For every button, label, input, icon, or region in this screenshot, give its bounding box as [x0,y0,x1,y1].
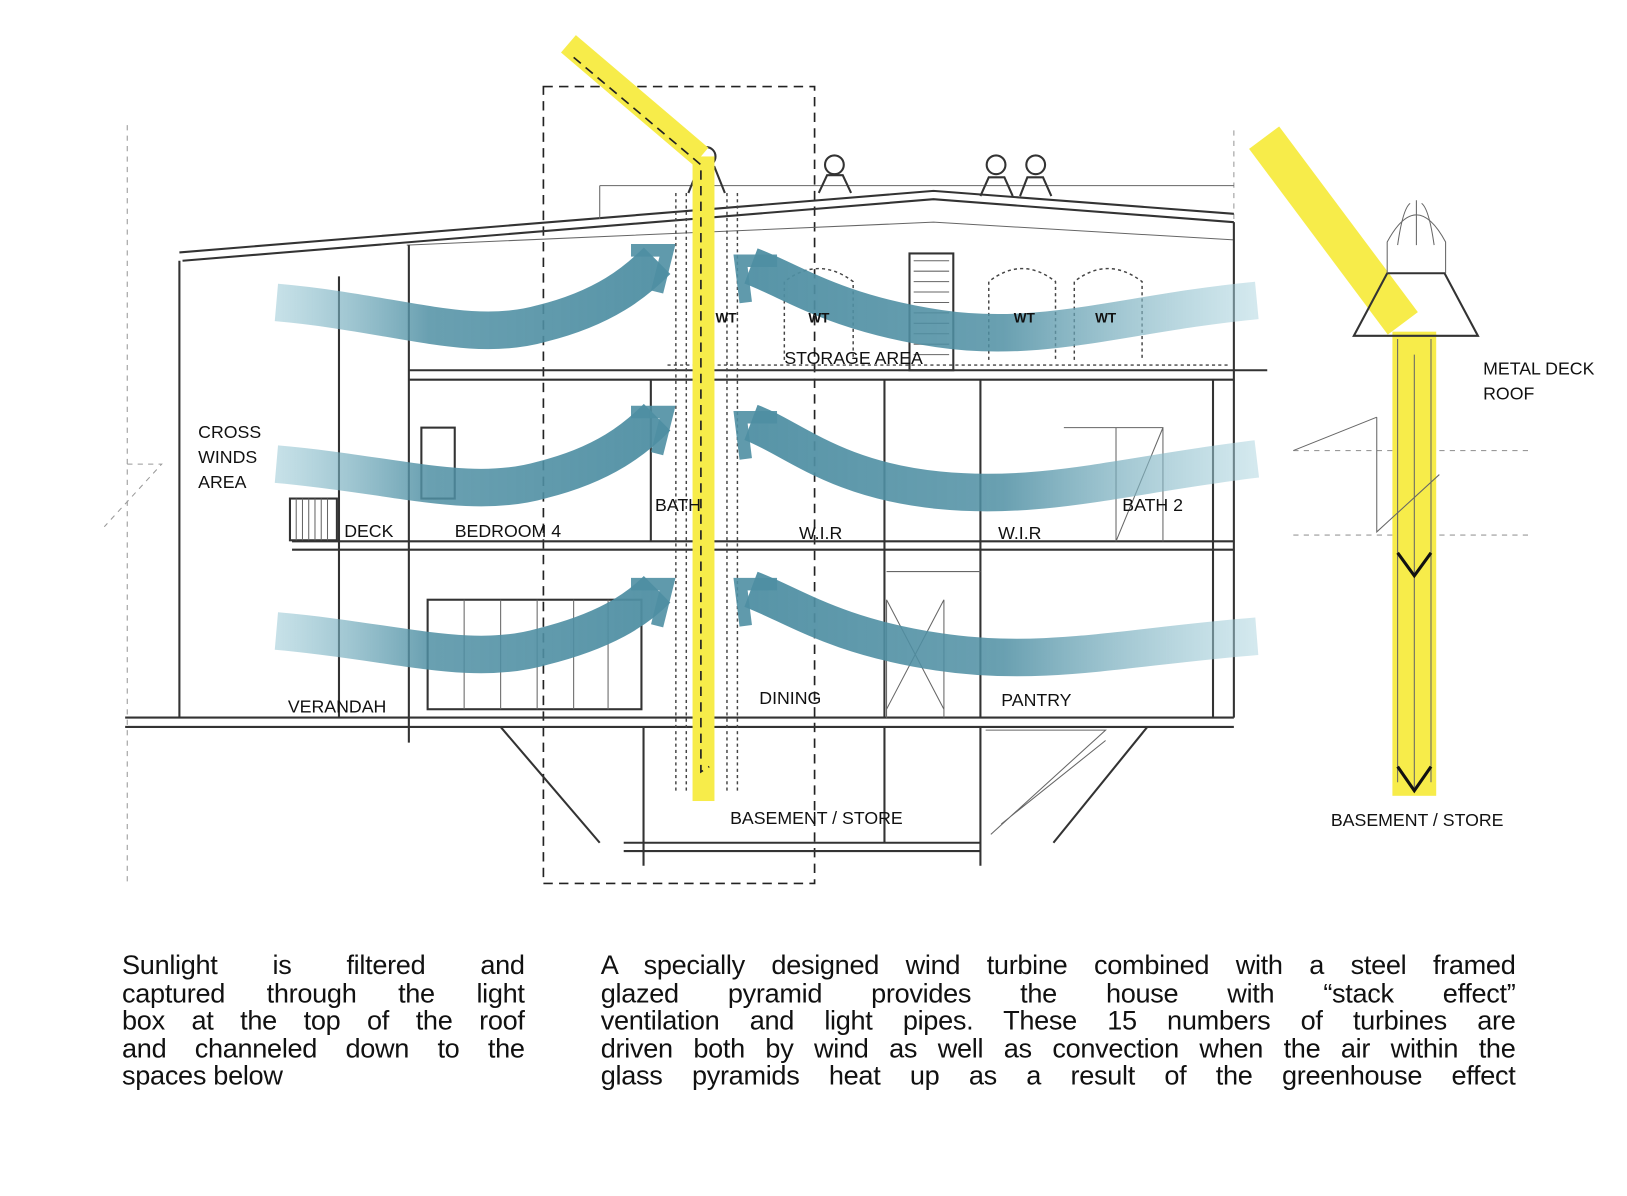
airflow-left-mid [274,403,671,507]
right-caption: A specially designed wind turbine combin… [601,951,1516,1089]
label-storage: STORAGE AREA [784,348,923,368]
label-bedroom4: BEDROOM 4 [455,521,561,541]
label-area: AREA [198,472,246,492]
airflow-left-low [274,575,671,674]
water-tanks [667,268,1231,366]
sunlight-beam-main [561,35,715,802]
label-pantry: PANTRY [1001,690,1071,710]
caption-line: box at the top of the roof [122,1004,525,1036]
caption-line: Sunlight is filtered and [122,949,525,981]
label-cross: CROSS [198,422,261,442]
floor-slabs [125,222,1268,866]
caption-line: spaces below [122,1059,283,1091]
caption-line: driven both by wind as well as convectio… [600,1032,1516,1064]
label-deck: DECK [344,521,393,541]
label-wir-1: W.I.R [799,523,842,543]
label-winds: WINDS [198,447,257,467]
section-diagram: CROSS WINDS AREA DECK BEDROOM 4 BATH W.I… [103,35,1595,887]
left-caption: Sunlight is filtered and captured throug… [122,951,525,1089]
label-bath2: BATH 2 [1122,495,1183,515]
roof-turbines [687,146,1053,197]
label-basement: BASEMENT / STORE [730,808,903,828]
sunlight-beam-detail [1249,126,1437,796]
label-wt: WT [1095,310,1117,325]
label-verandah: VERANDAH [288,696,386,716]
label-wir-2: W.I.R [998,523,1041,543]
label-metal-deck: METAL DECK [1483,358,1594,378]
caption-line: and channeled down to the [122,1032,525,1064]
arrowhead-icon [733,577,778,627]
arrowhead-icon [631,405,676,456]
turbine-icon [1019,154,1053,197]
turbine-icon [979,154,1014,197]
airflow-right-mid [743,404,1260,512]
caption-line: captured through the light [122,976,525,1009]
caption-line: glass pyramids heat up as a result of th… [600,1059,1516,1091]
airflow-right-top [744,248,1259,352]
label-roof: ROOF [1483,383,1534,403]
airflow-left-top [274,247,671,350]
label-dining: DINING [759,688,821,708]
caption-line: A specially designed wind turbine combin… [600,949,1516,981]
arrowhead-icon [733,410,778,460]
label-basement-detail: BASEMENT / STORE [1331,810,1504,830]
room-labels: CROSS WINDS AREA DECK BEDROOM 4 BATH W.I… [198,310,1594,830]
airflow-right-low [744,571,1259,677]
turbine-icon [817,154,853,194]
airflow-arrows [274,244,1260,677]
chevron-down-icon [1396,551,1433,794]
caption-line: glazed pyramid provides the house with “… [600,976,1516,1009]
roof [179,185,1234,262]
arrowhead-icon [631,577,676,628]
turbine-detail-icon [1293,200,1480,534]
label-wt: WT [1014,310,1036,325]
arrowhead-icon [733,254,778,304]
guide-lines [103,125,1528,887]
caption-line: ventilation and light pipes. These 15 nu… [600,1004,1516,1036]
label-bath: BATH [655,495,701,515]
arrowhead-icon [631,244,676,294]
label-wt: WT [715,310,737,325]
label-wt: WT [808,310,830,325]
